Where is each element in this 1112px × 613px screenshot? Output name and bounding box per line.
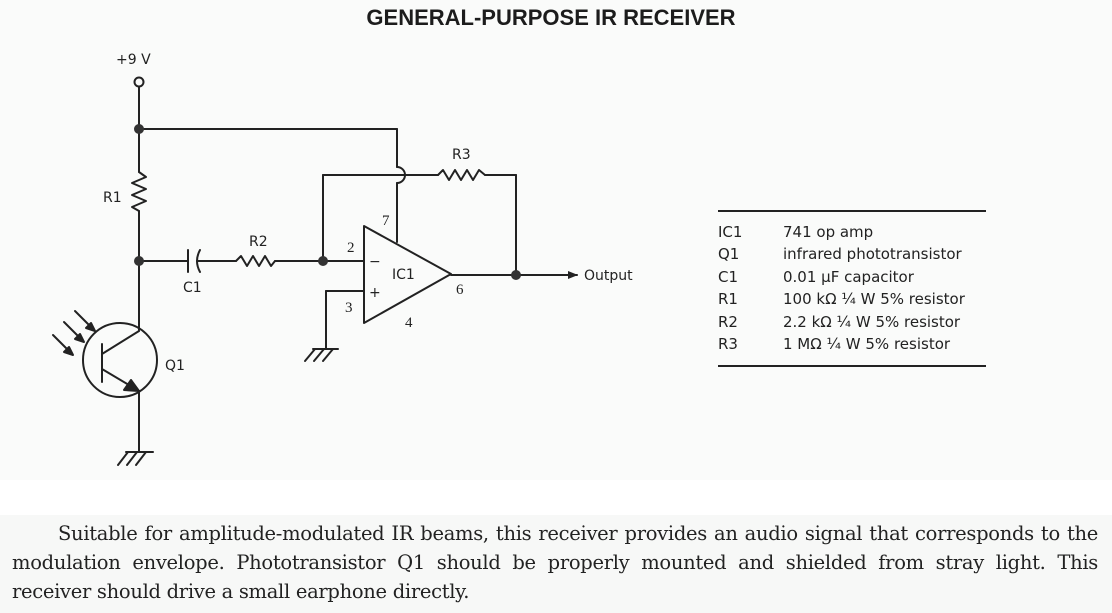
ground-opamp-hatch-3 <box>322 348 334 362</box>
light-arrow-1-head <box>85 322 96 332</box>
junction-dot-output <box>511 270 521 280</box>
figure-title: GENERAL-PURPOSE IR RECEIVER <box>366 5 736 30</box>
pin-4-label: 4 <box>405 315 413 331</box>
resistor-r2-symbol <box>235 255 276 267</box>
q1-label: Q1 <box>165 358 185 374</box>
junction-dot-q1-c1 <box>134 256 144 266</box>
parts-list-top-rule <box>718 210 986 212</box>
pin-3-label: 3 <box>345 300 353 316</box>
opamp-ic1-triangle <box>363 225 452 324</box>
output-label: Output <box>584 268 633 284</box>
pin-7-label: 7 <box>382 213 390 229</box>
junction-dot-inverting <box>318 256 328 266</box>
figure-area <box>0 0 1112 480</box>
part-ref: IC1 <box>718 223 743 241</box>
part-description: 0.01 µF capacitor <box>783 267 914 286</box>
light-arrow-3-head <box>63 346 74 356</box>
light-arrow-2-head <box>74 333 85 343</box>
r1-label: R1 <box>103 190 122 206</box>
junction-dot-supply <box>134 124 144 134</box>
ground-opamp-hatch-2 <box>313 348 325 362</box>
ground-opamp-hatch-1 <box>304 348 316 362</box>
resistor-r1-symbol <box>131 171 147 212</box>
caption-block: Suitable for amplitude-modulated IR beam… <box>0 515 1112 613</box>
ground-q1-hatch-2 <box>126 451 138 466</box>
ic1-label: IC1 <box>392 267 415 283</box>
part-ref: Q1 <box>718 245 740 264</box>
q1-collector <box>101 330 140 355</box>
parts-row: IC1 741 op amp <box>718 221 965 243</box>
parts-row: C1 0.01 µF capacitor <box>718 266 965 288</box>
pin-6-label: 6 <box>456 282 464 298</box>
caption-text: Suitable for amplitude-modulated IR beam… <box>12 522 1098 603</box>
supply-voltage-label: +9 V <box>116 52 151 68</box>
part-ref: R1 <box>718 290 738 309</box>
parts-row: R3 1 MΩ ¼ W 5% resistor <box>718 333 965 355</box>
part-description: 100 kΩ ¼ W 5% resistor <box>783 290 965 309</box>
part-ref: R2 <box>718 312 738 331</box>
pin-2-label: 2 <box>347 240 355 256</box>
r2-label: R2 <box>249 234 268 250</box>
parts-row: R2 2.2 kΩ ¼ W 5% resistor <box>718 311 965 333</box>
part-ref: R3 <box>718 335 738 354</box>
ground-q1-hatch-3 <box>135 451 147 466</box>
opamp-plus-sign: + <box>369 285 381 301</box>
phototransistor-q1-body <box>82 322 158 398</box>
q1-emitter-arrow <box>123 379 140 392</box>
supply-terminal <box>133 76 145 88</box>
part-description: 2.2 kΩ ¼ W 5% resistor <box>783 312 961 331</box>
resistor-r3-symbol <box>437 169 486 181</box>
opamp-minus-sign: − <box>369 254 381 270</box>
part-description: infrared phototransistor <box>783 245 962 264</box>
c1-label: C1 <box>183 280 202 296</box>
r3-label: R3 <box>452 147 471 163</box>
parts-list-bottom-rule <box>718 365 986 368</box>
parts-row: Q1 infrared phototransistor <box>718 243 965 265</box>
part-ref: C1 <box>718 267 739 286</box>
parts-row: R1 100 kΩ ¼ W 5% resistor <box>718 288 965 310</box>
part-description: 1 MΩ ¼ W 5% resistor <box>783 335 951 354</box>
part-description: 741 op amp <box>783 223 874 241</box>
circuit-schematic: +9 V R1 R2 R3 C1 Q1 IC1 − + 2 3 6 7 4 Ou… <box>52 52 633 466</box>
ground-q1-hatch-1 <box>117 451 129 466</box>
